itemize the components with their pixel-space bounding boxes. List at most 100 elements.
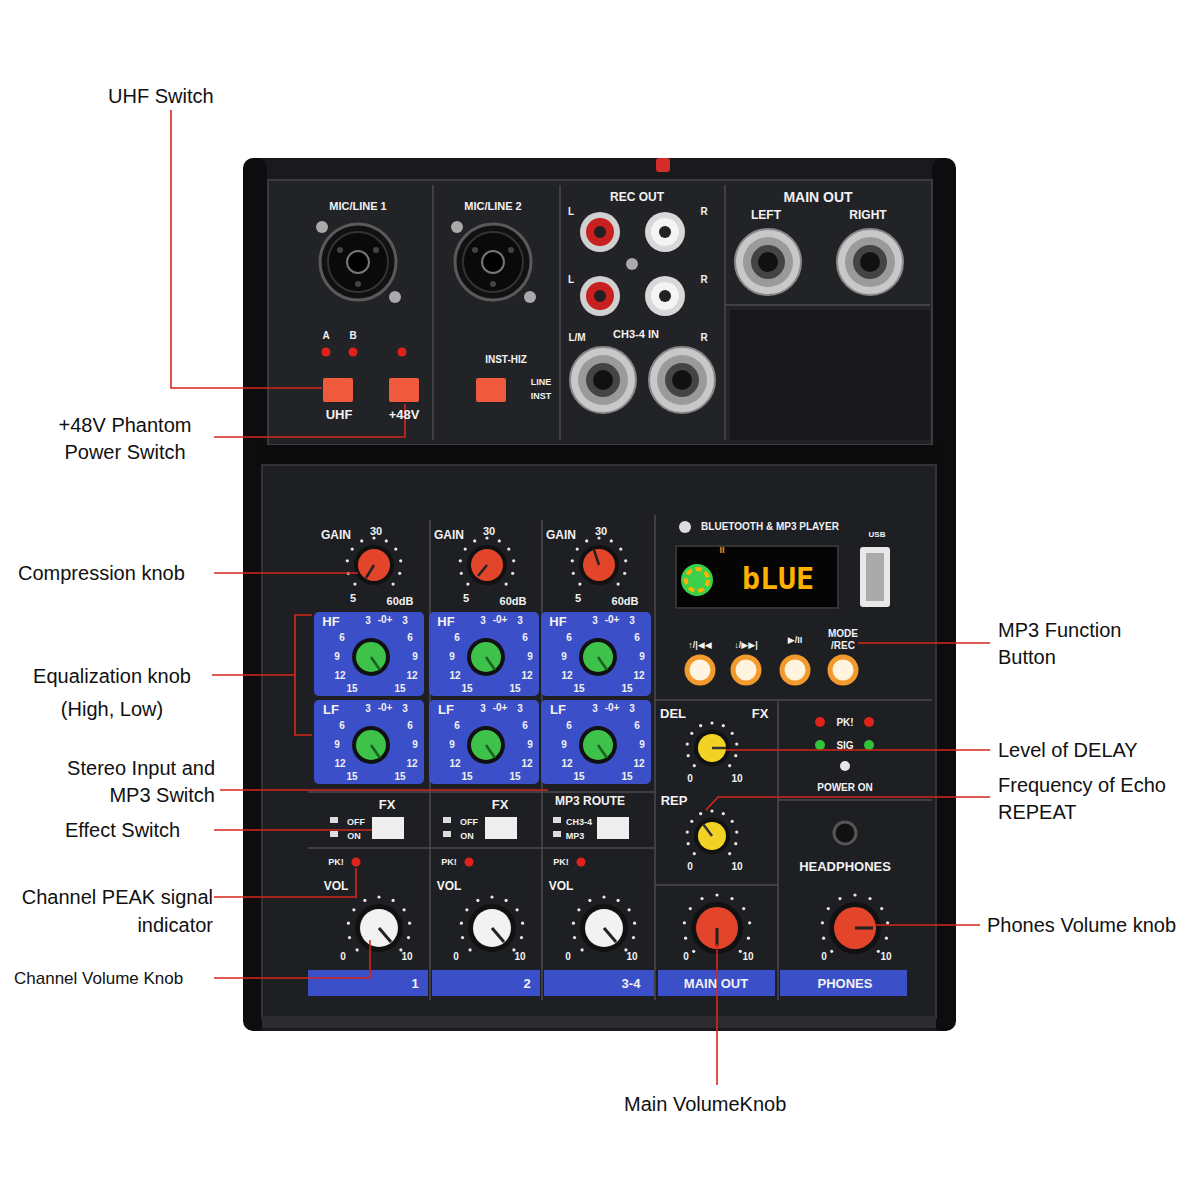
scale-dot [385, 539, 388, 542]
panel-divider [308, 185, 932, 1000]
scale-dot [710, 809, 713, 812]
scale-dot [742, 907, 745, 910]
panel-label: 3 [629, 704, 635, 714]
panel-label: 15 [621, 684, 632, 694]
scale-dot [885, 937, 888, 940]
panel-label: 15 [573, 772, 584, 782]
scale-dot [623, 572, 626, 575]
quarter-inch-jack [570, 347, 636, 413]
push-button [323, 378, 353, 402]
channel-bar [780, 970, 907, 996]
scale-dot [464, 548, 467, 551]
scale-dot [485, 536, 488, 539]
panel-label: HF [322, 615, 339, 628]
scale-dot [572, 922, 575, 925]
panel-label: 9 [639, 652, 645, 662]
quarter-inch-jack [672, 370, 692, 390]
panel-label: 15 [346, 772, 357, 782]
panel-label: 9 [639, 740, 645, 750]
panel-label: -0+ [493, 615, 508, 625]
scale-dot [407, 936, 410, 939]
mp3-button [687, 657, 713, 683]
panel-label: MAIN OUT [684, 977, 748, 990]
toggle-switch [330, 831, 338, 837]
panel-label: 6 [634, 633, 640, 643]
gain-knob [594, 550, 599, 565]
panel-divider [724, 185, 726, 440]
panel-divider [559, 185, 561, 440]
scale-dot [602, 895, 605, 898]
scale-dot [348, 936, 351, 939]
quarter-inch-jack [845, 237, 895, 287]
scale-dot [573, 936, 576, 939]
quarter-inch-jack [593, 370, 613, 390]
panel-label: 6 [407, 721, 413, 731]
scale-dot [880, 907, 883, 910]
scale-dot [690, 820, 693, 823]
panel-label: 30 [595, 526, 607, 537]
scale-dot [731, 820, 734, 823]
panel-label: 6 [454, 633, 460, 643]
volume-knob [379, 928, 391, 942]
panel-label: CH3-4 IN [613, 329, 659, 340]
channel-bar [432, 970, 540, 996]
panel-label: 12 [561, 759, 572, 769]
scale-dot [392, 899, 395, 902]
panel-label: SIG [836, 741, 853, 751]
led [864, 740, 874, 750]
scale-dot [722, 812, 725, 815]
rca-jack [659, 226, 671, 238]
mp3-display [676, 521, 838, 608]
panel-label: PHONES [818, 977, 873, 990]
led [815, 740, 825, 750]
panel-label: +48V [389, 408, 420, 421]
scale-dot [619, 548, 622, 551]
scale-dot [585, 539, 588, 542]
xlr-combo-jack [451, 221, 463, 233]
panel-label: VOL [437, 880, 462, 892]
scale-dot [521, 922, 524, 925]
scale-dot [356, 948, 359, 951]
scale-dot [684, 937, 687, 940]
eq-panel [429, 612, 539, 696]
scale-dot [735, 831, 738, 834]
scale-dot [347, 922, 350, 925]
eq-knob [352, 638, 390, 676]
scale-dot [490, 895, 493, 898]
leader-line [214, 868, 356, 897]
eq-panel [314, 612, 424, 696]
gain-knob [579, 545, 619, 585]
usb-port [860, 547, 890, 607]
eq-knob [598, 657, 607, 670]
scale-dot [632, 936, 635, 939]
scale-dot [628, 908, 631, 911]
mp3-display [681, 564, 713, 596]
scale-dot [730, 897, 733, 900]
panel-label: L [568, 275, 574, 285]
panel-label: 9 [334, 652, 340, 662]
panel-label: RIGHT [849, 209, 886, 221]
panel-label: 5 [463, 593, 469, 604]
panel-label: HEADPHONES [799, 860, 891, 873]
scale-dot [827, 907, 830, 910]
panel-label: ▶/II [788, 636, 802, 645]
panel-label: 3 [517, 616, 523, 626]
leader-line [876, 924, 980, 926]
volume-knob [696, 907, 738, 949]
scale-dot [394, 548, 397, 551]
eq-knob [583, 642, 613, 672]
quarter-inch-jack [837, 229, 903, 295]
callout-label: Phones Volume knob [987, 913, 1176, 937]
leader-line [171, 110, 322, 388]
eq-knob [598, 745, 607, 758]
led [465, 858, 474, 867]
leader-line [706, 797, 990, 810]
callout-label: UHF Switch [108, 84, 214, 108]
panel-label: 0 [821, 952, 827, 962]
panel-label: 6 [522, 721, 528, 731]
scale-dot [610, 539, 613, 542]
scale-dot [687, 754, 690, 757]
quarter-inch-jack [758, 252, 778, 272]
leader-line [214, 572, 358, 574]
